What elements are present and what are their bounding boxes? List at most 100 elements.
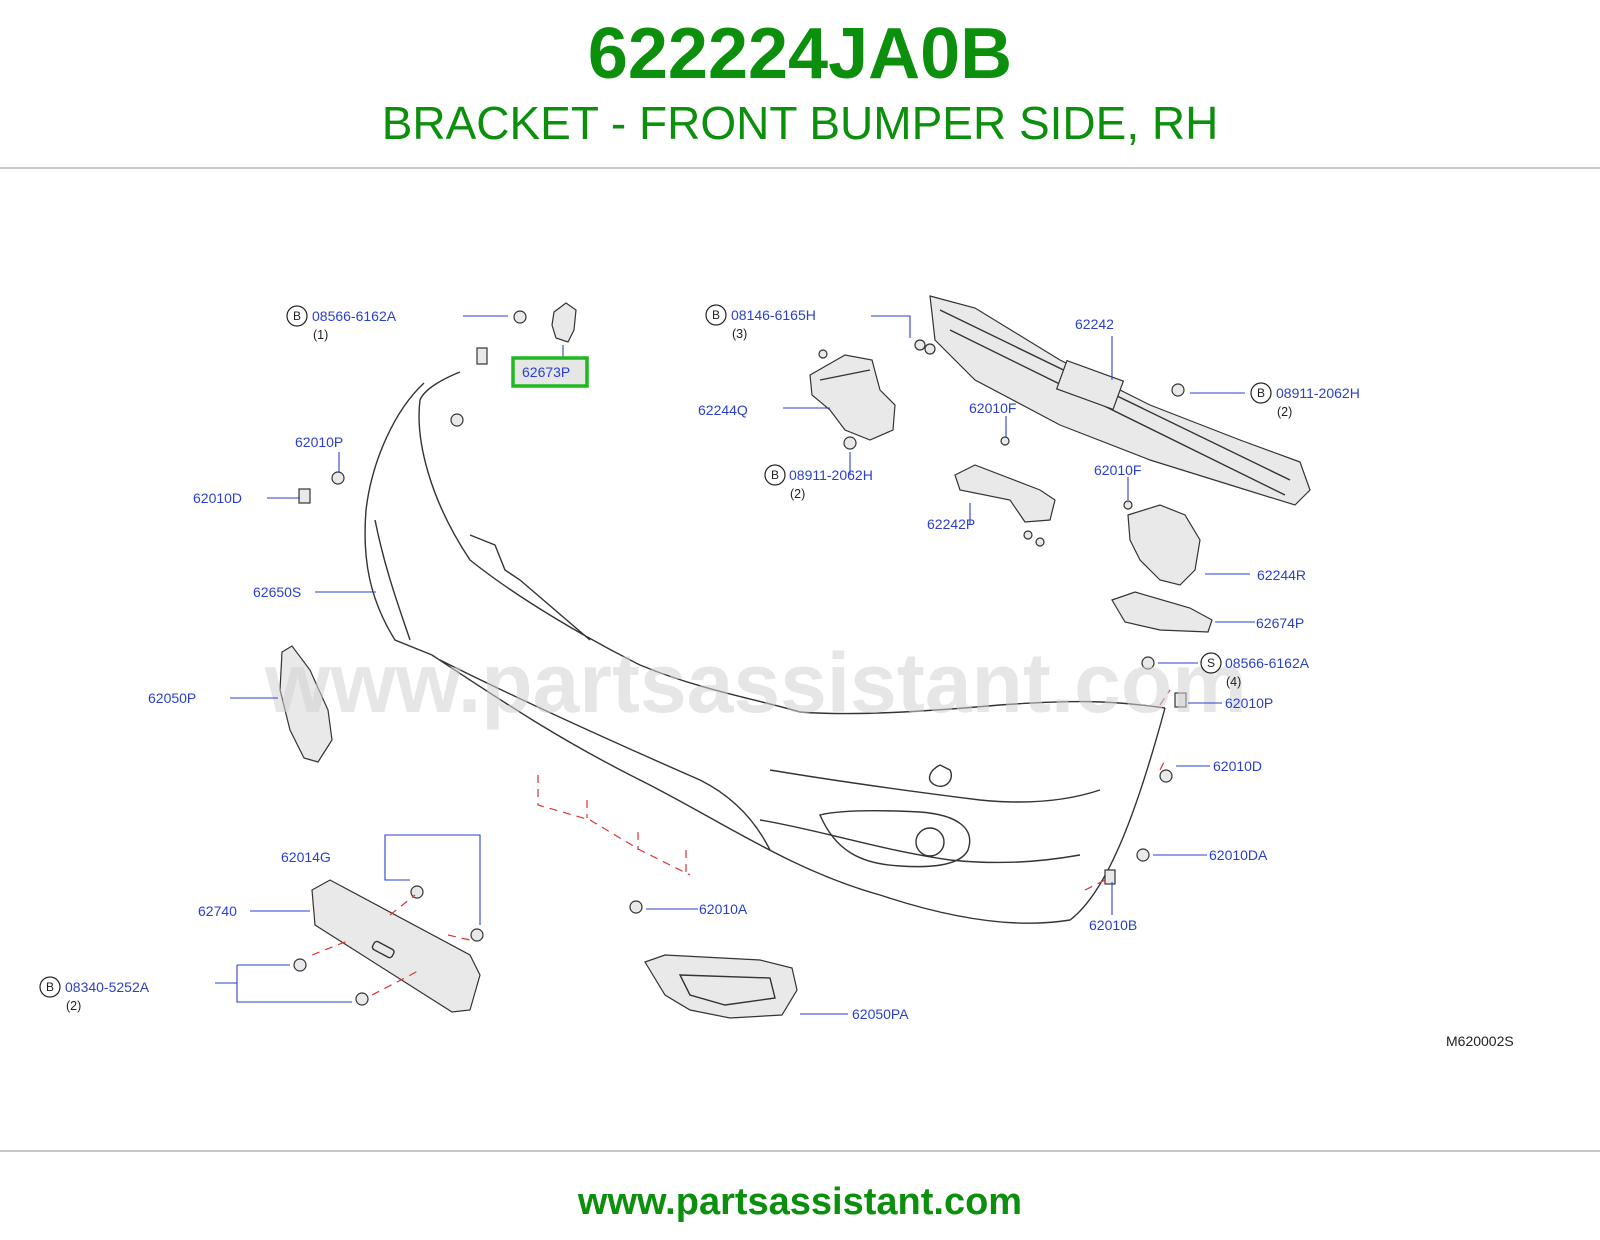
svg-text:62010A: 62010A bbox=[699, 901, 748, 917]
svg-text:62010F: 62010F bbox=[969, 400, 1016, 416]
leader-lines bbox=[215, 315, 1255, 1015]
screw-bumper-top bbox=[450, 413, 464, 427]
bracket-62244Q bbox=[809, 354, 896, 441]
callout-62010B[interactable]: 62010B bbox=[1089, 917, 1137, 933]
callout-08340-5252A[interactable]: B 08340-5252A (2) bbox=[39, 976, 150, 1013]
callout-62010A[interactable]: 62010A bbox=[699, 901, 748, 917]
assembly-guides bbox=[311, 689, 1171, 996]
svg-text:(1): (1) bbox=[313, 328, 328, 342]
bolt-prefix-circle bbox=[286, 305, 308, 327]
callout-62010D-lh[interactable]: 62010D bbox=[193, 490, 242, 506]
svg-text:B: B bbox=[293, 309, 301, 323]
svg-text:(2): (2) bbox=[790, 487, 805, 501]
header-divider bbox=[0, 167, 1600, 169]
bracket-62673P bbox=[551, 302, 577, 343]
callout-62740[interactable]: 62740 bbox=[198, 903, 237, 919]
callout-62010F-lower[interactable]: 62010F bbox=[1094, 462, 1141, 478]
svg-text:62010P: 62010P bbox=[1225, 695, 1273, 711]
fasteners bbox=[293, 310, 1187, 1006]
svg-text:B: B bbox=[771, 468, 779, 482]
svg-text:62050PA: 62050PA bbox=[852, 1006, 909, 1022]
svg-text:62673P: 62673P bbox=[522, 364, 570, 380]
clip-62242P-b bbox=[1035, 537, 1045, 547]
highlight-box bbox=[511, 356, 589, 388]
license-plate-bracket-62740 bbox=[311, 879, 481, 1013]
callout-08566-6162A-s[interactable]: S 08566-6162A (4) bbox=[1200, 652, 1310, 689]
callout-62674P[interactable]: 62674P bbox=[1256, 615, 1304, 631]
svg-text:08566-6162A: 08566-6162A bbox=[1225, 655, 1310, 671]
svg-text:62674P: 62674P bbox=[1256, 615, 1304, 631]
callout-62010P-rh[interactable]: 62010P bbox=[1225, 695, 1273, 711]
bracket-62242P bbox=[954, 464, 1056, 523]
callout-08911-2062H-rh[interactable]: B 08911-2062H (2) bbox=[1250, 382, 1360, 419]
fog-lamp-bezel-62050PA bbox=[644, 954, 798, 1019]
bolt-08146-6165H-b bbox=[924, 343, 936, 355]
svg-text:(2): (2) bbox=[66, 999, 81, 1013]
grommet-62014G-a bbox=[410, 885, 424, 899]
footer-url[interactable]: www.partsassistant.com bbox=[577, 1181, 1023, 1223]
svg-text:(2): (2) bbox=[1277, 405, 1292, 419]
nut-08911-2062H-b bbox=[1171, 383, 1185, 397]
screw-08340-5252A-b bbox=[355, 992, 369, 1006]
svg-text:B: B bbox=[1257, 386, 1265, 400]
callout-08911-2062H-center[interactable]: B 08911-2062H (2) bbox=[764, 464, 873, 501]
svg-text:62242: 62242 bbox=[1075, 316, 1114, 332]
svg-text:08566-6162A: 08566-6162A bbox=[312, 308, 397, 324]
callout-62650S[interactable]: 62650S bbox=[253, 584, 301, 600]
svg-text:(4): (4) bbox=[1226, 675, 1241, 689]
callout-62242P[interactable]: 62242P bbox=[927, 516, 975, 532]
bolt-prefix-circle bbox=[39, 976, 61, 998]
svg-text:62014G: 62014G bbox=[281, 849, 331, 865]
svg-text:62244R: 62244R bbox=[1257, 567, 1306, 583]
svg-text:B: B bbox=[46, 980, 54, 994]
watermark: www.partsassistant.com bbox=[264, 636, 1247, 730]
grommet-62014G-b bbox=[470, 928, 484, 942]
screw-62010P-lh bbox=[331, 471, 345, 485]
bolt-prefix-circle bbox=[764, 464, 786, 486]
callout-62242[interactable]: 62242 bbox=[1075, 316, 1114, 332]
fog-lamp-bezel-62050P bbox=[279, 645, 333, 763]
callout-62010F-upper[interactable]: 62010F bbox=[969, 400, 1016, 416]
svg-text:62010P: 62010P bbox=[295, 434, 343, 450]
bolt-prefix-circle bbox=[1250, 382, 1272, 404]
callout-62010P-lh[interactable]: 62010P bbox=[295, 434, 343, 450]
svg-text:62740: 62740 bbox=[198, 903, 237, 919]
bumper-reinforcement bbox=[929, 295, 1311, 506]
callout-62244R[interactable]: 62244R bbox=[1257, 567, 1306, 583]
svg-text:08340-5252A: 08340-5252A bbox=[65, 979, 150, 995]
nut-08911-2062H-a bbox=[843, 436, 857, 450]
svg-text:62010B: 62010B bbox=[1089, 917, 1137, 933]
svg-text:(3): (3) bbox=[732, 327, 747, 341]
diagram-code: M620002S bbox=[1446, 1033, 1514, 1049]
part-name-subtitle: BRACKET - FRONT BUMPER SIDE, RH bbox=[381, 97, 1219, 149]
callout-62050P[interactable]: 62050P bbox=[148, 690, 196, 706]
nut-62010B bbox=[1104, 869, 1116, 885]
callout-08146-6165H[interactable]: B 08146-6165H (3) bbox=[705, 304, 816, 341]
clip-62010-top bbox=[476, 347, 488, 365]
bolt-prefix-circle bbox=[705, 304, 727, 326]
part-number-title: 622224JA0B bbox=[587, 14, 1013, 94]
screw-08340-5252A-a bbox=[293, 958, 307, 972]
callout-62050PA[interactable]: 62050PA bbox=[852, 1006, 909, 1022]
svg-text:62650S: 62650S bbox=[253, 584, 301, 600]
callout-62673P-highlighted[interactable]: 62673P bbox=[511, 356, 589, 388]
callout-62244Q[interactable]: 62244Q bbox=[698, 402, 748, 418]
front-bumper-fascia bbox=[364, 371, 1166, 924]
callout-62010DA[interactable]: 62010DA bbox=[1209, 847, 1268, 863]
callout-08566-6162A[interactable]: B 08566-6162A (1) bbox=[286, 305, 397, 342]
callout-62014G[interactable]: 62014G bbox=[281, 849, 331, 865]
svg-text:B: B bbox=[712, 308, 720, 322]
nut-62010D-lh bbox=[298, 488, 311, 504]
svg-text:62010DA: 62010DA bbox=[1209, 847, 1268, 863]
footer-divider bbox=[0, 1150, 1600, 1152]
svg-text:62010D: 62010D bbox=[1213, 758, 1262, 774]
bracket-62674P bbox=[1111, 591, 1213, 633]
callout-62010D-rh[interactable]: 62010D bbox=[1213, 758, 1262, 774]
svg-text:62010F: 62010F bbox=[1094, 462, 1141, 478]
bracket-62244R bbox=[1127, 504, 1201, 586]
screw-08566-6162A bbox=[513, 310, 527, 324]
screw-62010DA bbox=[1136, 848, 1150, 862]
bolt-62010A bbox=[629, 900, 643, 914]
clip-62010P-rh bbox=[1174, 692, 1187, 708]
